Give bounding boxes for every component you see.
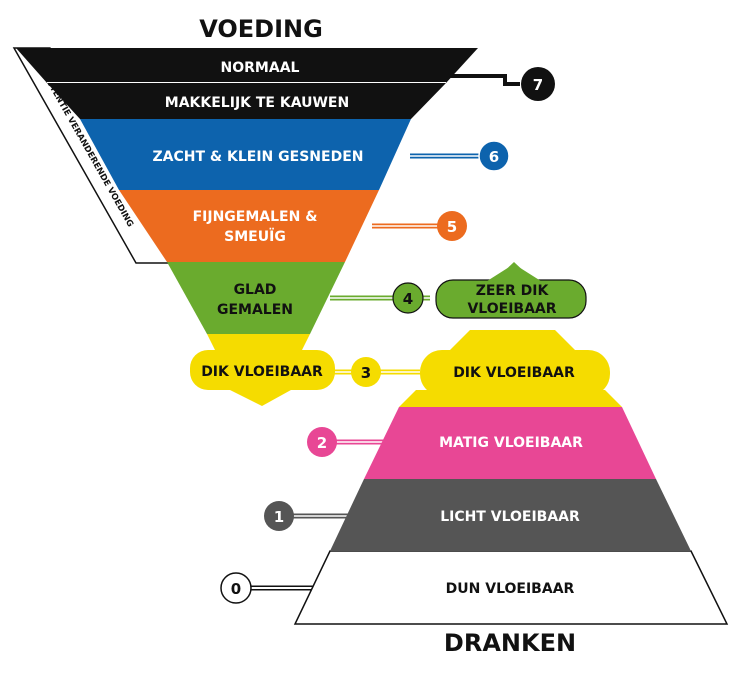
level-badges: 7 6 5 4 3 2 1 0 [220, 67, 555, 604]
label-drink-dik-vloeibaar: DIK VLOEIBAAR [453, 365, 575, 381]
food-level-4 [167, 262, 345, 334]
title-voeding: VOEDING [199, 15, 323, 43]
badge-2-text: 2 [317, 434, 327, 452]
badge-0-text: 0 [231, 580, 241, 598]
food-level-5 [119, 190, 379, 262]
food-level-7-makkelijk [47, 83, 446, 119]
badge-7-text: 7 [533, 76, 543, 94]
label-matig-vloeibaar: MATIG VLOEIBAAR [439, 435, 583, 451]
badge-3 [351, 357, 381, 387]
drink-level-2 [364, 407, 656, 479]
food-level-7-normaal [16, 48, 478, 83]
label-makkelijk-te-kauwen: MAKKELIJK TE KAUWEN [165, 95, 349, 111]
label-zeer-dik-1: ZEER DIK [476, 283, 550, 299]
badge-1-text: 1 [274, 508, 284, 526]
title-dranken: DRANKEN [444, 629, 576, 657]
label-zeer-dik-2: VLOEIBAAR [467, 301, 556, 317]
badge-4-text: 4 [403, 290, 413, 308]
badge-1 [264, 501, 294, 531]
food-triangle [16, 48, 478, 334]
label-licht-vloeibaar: LICHT VLOEIBAAR [440, 509, 580, 525]
label-glad-2: GEMALEN [217, 302, 293, 318]
badge-7 [521, 67, 555, 101]
drink-level-3 [420, 350, 610, 396]
badge-6-text: 6 [489, 148, 499, 166]
badge-6 [478, 140, 510, 172]
labels: NORMAAL MAKKELIJK TE KAUWEN ZACHT & KLEI… [153, 60, 584, 597]
label-dun-vloeibaar: DUN VLOEIBAAR [446, 581, 575, 597]
label-fijngemalen-2: SMEUÏG [224, 228, 286, 245]
label-glad-1: GLAD [234, 282, 277, 298]
drinks-pyramid [293, 262, 729, 625]
connector-7 [430, 74, 520, 86]
label-zacht-klein-gesneden: ZACHT & KLEIN GESNEDEN [153, 149, 364, 165]
label-normaal: NORMAAL [221, 60, 300, 76]
badge-3-text: 3 [361, 364, 371, 382]
label-fijngemalen-1: FIJNGEMALEN & [193, 209, 318, 225]
label-food-dik-vloeibaar: DIK VLOEIBAAR [201, 364, 323, 380]
badge-2 [307, 427, 337, 457]
badge-4 [392, 282, 424, 314]
food-level-6 [80, 119, 411, 190]
food-level-3-shape [190, 334, 335, 406]
badge-0 [220, 572, 252, 604]
badge-5 [437, 211, 467, 241]
badge-5-text: 5 [447, 218, 457, 236]
drink-level-1 [330, 479, 691, 551]
